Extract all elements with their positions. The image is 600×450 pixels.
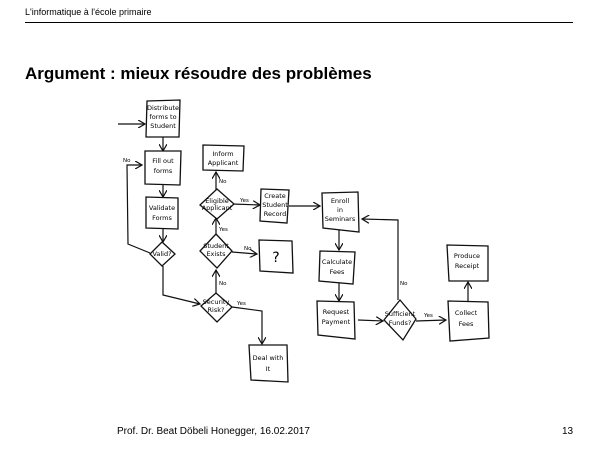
svg-text:No: No (244, 246, 252, 252)
svg-text:Collect: Collect (455, 309, 478, 317)
svg-text:forms: forms (154, 167, 173, 175)
decision-student-exists: Student Exists (199, 233, 233, 269)
page-number: 13 (562, 426, 574, 437)
svg-text:Validate: Validate (149, 204, 175, 212)
svg-text:Yes: Yes (423, 313, 433, 319)
node-distribute-forms: Distribute forms to Student (145, 99, 181, 138)
decision-sufficient-funds: Sufficient Funds? (383, 298, 417, 342)
svg-text:Forms: Forms (152, 214, 172, 222)
svg-text:Sufficient: Sufficient (385, 310, 416, 318)
edge-labels: No No Yes Yes No No Yes No Yes (123, 158, 433, 319)
header-divider (25, 22, 573, 23)
svg-text:Student: Student (150, 122, 176, 130)
slide-header: L'informatique à l'école primaire (25, 7, 152, 17)
svg-text:Produce: Produce (454, 252, 480, 260)
svg-text:Request: Request (323, 308, 350, 316)
decision-security-risk: Security Risk? (200, 292, 233, 323)
svg-text:Student: Student (262, 201, 288, 209)
node-enroll-in-seminars: Enroll in Seminars (321, 191, 360, 233)
node-fill-out-forms: Fill out forms (144, 150, 182, 186)
svg-text:It: It (266, 365, 271, 373)
svg-text:Student: Student (203, 242, 229, 250)
node-calculate-fees: Calculate Fees (318, 250, 356, 285)
svg-text:No: No (400, 281, 408, 287)
svg-text:Calculate: Calculate (322, 258, 352, 266)
decision-eligible-applicant: Eligible Applicant (199, 188, 235, 220)
svg-text:Fill out: Fill out (152, 157, 174, 165)
node-inform-applicant: Inform Applicant (202, 144, 245, 172)
svg-text:in: in (337, 206, 343, 214)
svg-text:Exists: Exists (206, 250, 226, 258)
svg-text:Yes: Yes (218, 227, 228, 233)
node-unknown: ? (258, 239, 294, 274)
svg-text:Distribute: Distribute (147, 104, 179, 112)
svg-text:Eligible: Eligible (205, 197, 229, 205)
svg-text:Applicant: Applicant (208, 159, 239, 167)
node-produce-receipt: Produce Receipt (446, 244, 489, 282)
svg-text:No: No (123, 158, 131, 164)
node-request-payment: Request Payment (316, 300, 356, 340)
svg-text:Funds?: Funds? (389, 319, 412, 327)
svg-text:Risk?: Risk? (208, 306, 225, 314)
footer-author-date: Prof. Dr. Beat Döbeli Honegger, 16.02.20… (117, 426, 310, 437)
svg-text:Deal with: Deal with (253, 354, 284, 362)
svg-text:Seminars: Seminars (325, 215, 356, 223)
svg-text:Receipt: Receipt (455, 262, 480, 270)
svg-text:Security: Security (203, 298, 230, 306)
svg-text:No: No (219, 179, 227, 185)
svg-text:forms to: forms to (149, 113, 176, 121)
svg-text:Create: Create (264, 192, 286, 200)
decision-valid: Valid? (149, 241, 176, 267)
svg-text:Applicant: Applicant (202, 204, 233, 212)
node-create-student-record: Create Student Record (259, 188, 290, 224)
slide-title: Argument : mieux résoudre des problèmes (25, 64, 372, 83)
svg-text:Valid?: Valid? (152, 250, 171, 258)
svg-text:?: ? (272, 250, 279, 266)
svg-text:Yes: Yes (236, 301, 246, 307)
svg-text:Fees: Fees (459, 320, 474, 328)
svg-text:Enroll: Enroll (331, 197, 350, 205)
svg-text:Fees: Fees (330, 268, 345, 276)
node-collect-fees: Collect Fees (447, 300, 490, 342)
flow-edges (118, 124, 468, 344)
node-deal-with-it: Deal with It (248, 344, 289, 383)
svg-text:Record: Record (264, 210, 286, 218)
svg-text:Yes: Yes (239, 198, 249, 204)
svg-text:No: No (219, 281, 227, 287)
node-validate-forms: Validate Forms (145, 196, 179, 230)
svg-text:Payment: Payment (322, 318, 351, 326)
svg-text:Inform: Inform (212, 150, 233, 158)
